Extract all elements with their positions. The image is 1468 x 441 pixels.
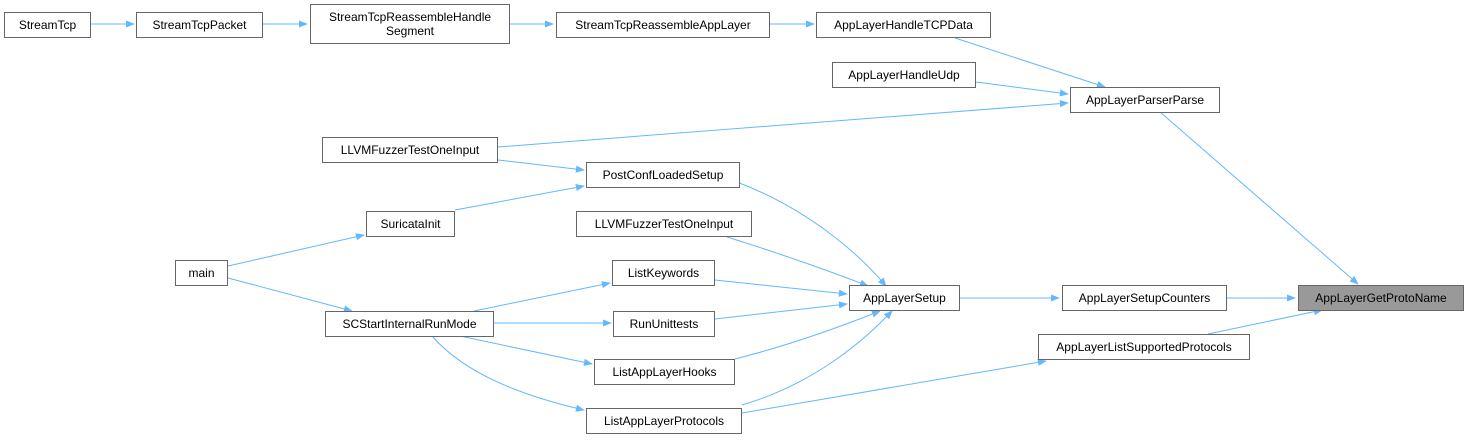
edge-listkeywords-to-applayersetup (714, 279, 848, 297)
node-list-app-layer-protocols[interactable]: ListAppLayerProtocols (586, 408, 742, 434)
node-label: ListAppLayerProtocols (603, 414, 725, 428)
node-label: LLVMFuzzerTestOneInput (340, 143, 480, 157)
node-stream-tcp-reassemble-app-layer[interactable]: StreamTcpReassembleAppLayer (556, 12, 770, 38)
node-label-line-2: Segment (385, 24, 435, 38)
node-label: SuricataInit (380, 217, 441, 231)
edge-listsupported-to-getprotoname (1207, 308, 1323, 335)
node-label: AppLayerListSupportedProtocols (1056, 340, 1232, 354)
edge-llvmfuzzer1-to-parserparse (497, 100, 1069, 148)
node-llvm-fuzzer-test-one-input[interactable]: LLVMFuzzerTestOneInput (322, 137, 498, 163)
edge-llvmfuzzer2-to-applayersetup (726, 236, 869, 287)
node-app-layer-handle-udp[interactable]: AppLayerHandleUdp (832, 62, 976, 88)
edge-parserparse-to-getprotoname (1159, 111, 1359, 285)
node-label: AppLayerSetupCounters (1078, 291, 1211, 305)
node-sc-start-internal-run-mode[interactable]: SCStartInternalRunMode (325, 311, 494, 337)
node-app-layer-setup[interactable]: AppLayerSetup (849, 285, 960, 311)
edge-handletcpdata-to-parserparse (954, 37, 1106, 88)
edge-listapplayerprotocols-to-listsupported (741, 358, 1047, 414)
edge-llvmfuzzer1-to-postconfloaded (497, 159, 585, 173)
node-app-layer-setup-counters[interactable]: AppLayerSetupCounters (1062, 285, 1227, 311)
node-app-layer-get-proto-name: AppLayerGetProtoName (1298, 285, 1464, 311)
node-suricata-init[interactable]: SuricataInit (366, 211, 455, 237)
node-main[interactable]: main (175, 260, 228, 286)
node-label-line-1: StreamTcpReassembleHandle (328, 10, 492, 24)
node-label: AppLayerHandleUdp (848, 68, 960, 82)
node-label: StreamTcpPacket (152, 18, 247, 32)
node-label: AppLayerSetup (863, 291, 946, 305)
node-label: SCStartInternalRunMode (342, 317, 477, 331)
edge-main-to-scstartinternalrunmode (227, 277, 353, 313)
edge-listapplayerprotocols-to-applayersetup (741, 310, 893, 406)
node-label: ListKeywords (627, 266, 700, 280)
node-list-app-layer-hooks[interactable]: ListAppLayerHooks (594, 359, 735, 385)
node-app-layer-handle-tcp-data[interactable]: AppLayerHandleTCPData (816, 12, 991, 38)
node-label: AppLayerHandleTCPData (834, 18, 973, 32)
node-app-layer-list-supported-protocols[interactable]: AppLayerListSupportedProtocols (1038, 334, 1250, 360)
node-label: LLVMFuzzerTestOneInput (594, 217, 734, 231)
node-post-conf-loaded-setup[interactable]: PostConfLoadedSetup (586, 162, 740, 188)
edge-suricatainit-to-main (227, 233, 365, 267)
node-app-layer-parser-parse[interactable]: AppLayerParserParse (1070, 87, 1220, 113)
node-run-unittests[interactable]: RunUnittests (613, 311, 715, 337)
edge-scstart-to-listkeywords (473, 281, 611, 312)
edge-postconfloaded-to-applayersetup (736, 181, 887, 287)
node-stream-tcp[interactable]: StreamTcp (4, 12, 91, 38)
node-llvm-fuzzer-test-one-input-2[interactable]: LLVMFuzzerTestOneInput (576, 211, 752, 237)
node-label: StreamTcpReassembleAppLayer (575, 18, 751, 32)
edge-scstart-to-listapplayerhooks (459, 335, 593, 366)
edge-listapplayerhooks-to-applayersetup (734, 310, 881, 360)
edge-rununittests-to-applayersetup (714, 301, 848, 320)
node-label: RunUnittests (629, 317, 699, 331)
node-list-keywords[interactable]: ListKeywords (612, 260, 715, 286)
node-label: PostConfLoadedSetup (602, 168, 724, 182)
edge-postconfloaded-to-suricatainit (454, 183, 585, 211)
node-label: StreamTcp (18, 18, 77, 32)
edge-scstart-to-listapplayerprotocols (431, 335, 585, 412)
node-label: main (188, 266, 215, 280)
node-label: AppLayerParserParse (1085, 93, 1205, 107)
node-label: AppLayerGetProtoName (1315, 291, 1447, 305)
edge-handleudp-to-parserparse (975, 81, 1069, 97)
node-label: ListAppLayerHooks (612, 365, 717, 379)
node-stream-tcp-packet[interactable]: StreamTcpPacket (136, 12, 263, 38)
